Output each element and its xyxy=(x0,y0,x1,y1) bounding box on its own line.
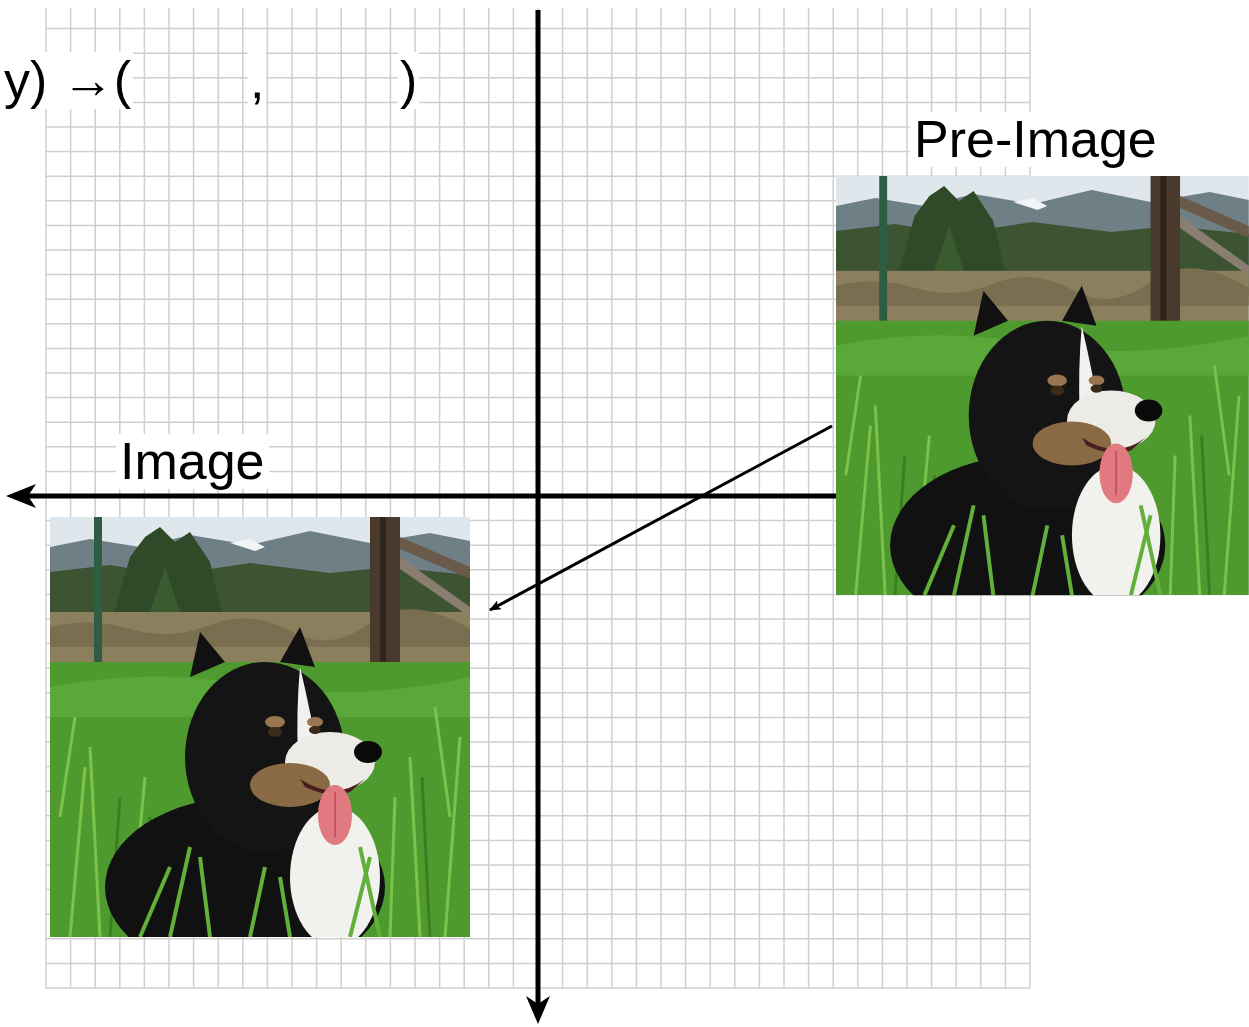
mapping-rule: y) →( xyxy=(2,52,133,109)
mapping-paren: ) xyxy=(398,52,419,109)
photo-label: Pre-Image xyxy=(910,112,1161,167)
pre-image-photo: Pre-Image xyxy=(836,112,1249,595)
image-photo: Image xyxy=(50,434,470,937)
mapping-comma: , xyxy=(248,52,266,109)
photo-label: Image xyxy=(116,434,269,489)
mapping-arrow xyxy=(490,426,832,610)
